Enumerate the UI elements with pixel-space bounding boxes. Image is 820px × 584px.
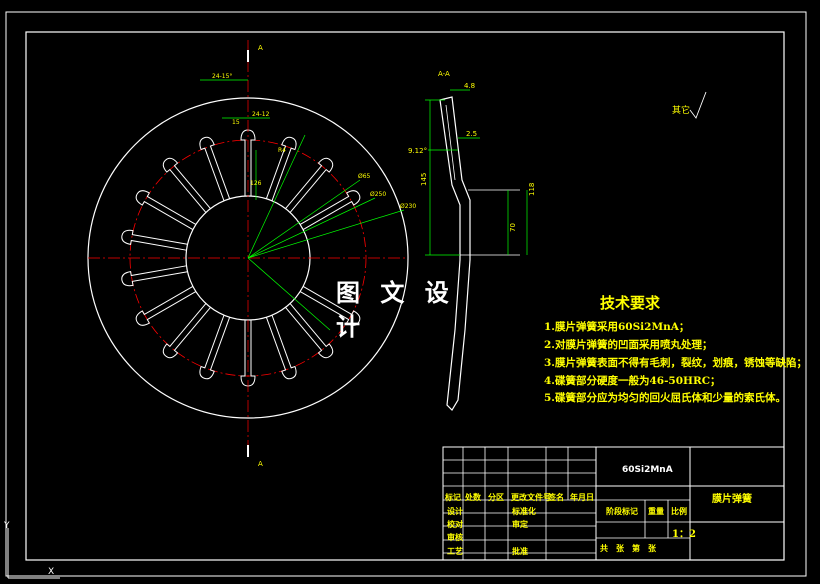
dim-phi230-label: Ø230 — [400, 203, 416, 210]
tech-requirement-5: 5.碟簧部分应为均匀的回火屈氏体和少量的索氏体。 — [544, 392, 786, 404]
tb-header-3: 更改文件号 — [511, 492, 551, 502]
dim-thickness-label: 4.8 — [464, 82, 475, 90]
svg-text:X: X — [48, 567, 54, 577]
dim-70-label: 70 — [509, 223, 517, 232]
tb-header-2: 分区 — [488, 492, 504, 502]
dimension-leader — [247, 197, 376, 259]
section-label-top: A — [258, 44, 263, 52]
tb-header-0: 标记 — [445, 492, 461, 502]
part-name: 膜片弹簧 — [712, 494, 752, 505]
spring-slot — [199, 136, 231, 201]
section-view: A-A 4.8 2.5 9.12° 145 118 70 — [408, 70, 536, 411]
scale-label: 比例 — [671, 506, 687, 516]
dim-phi65-label: Ø65 — [358, 173, 371, 180]
roughness-note: 其它 — [672, 104, 690, 116]
slot-outline — [121, 229, 188, 251]
slot-outline — [265, 136, 297, 201]
slot-outline — [162, 303, 211, 359]
slot-outline — [285, 303, 334, 359]
dim-15-label: 15 — [232, 119, 240, 126]
tb-row-review: 审核 — [447, 532, 463, 542]
tb-ratify: 批准 — [512, 546, 528, 556]
section-view-label: A-A — [438, 70, 450, 78]
spring-slot — [285, 157, 334, 213]
stage-label: 阶段标记 — [606, 506, 638, 516]
weight-label: 重量 — [648, 506, 664, 516]
slot-outline — [285, 157, 334, 213]
slot-outline — [265, 315, 297, 380]
spring-slot — [299, 285, 361, 326]
slot-outline — [299, 285, 361, 326]
dimension-leader — [247, 179, 361, 259]
spring-slot — [135, 190, 197, 231]
svg-text:Y: Y — [3, 521, 10, 531]
spring-slot — [135, 285, 197, 326]
section-outline — [439, 96, 471, 411]
spring-slot — [285, 303, 334, 359]
material-label: 60Si2MnA — [622, 465, 673, 475]
outer-frame — [5, 11, 807, 577]
dim-25-label: 2.5 — [466, 130, 477, 138]
tb-approve: 审定 — [512, 519, 528, 529]
slot-outline — [121, 265, 188, 287]
dim-r-label: R4 — [278, 147, 286, 154]
tb-std: 标准化 — [512, 506, 536, 516]
spring-slot — [121, 229, 188, 251]
tech-requirement-1: 1.膜片弹簧采用60Si2MnA； — [544, 321, 690, 333]
spring-slot — [199, 315, 231, 380]
slot-outline — [135, 190, 197, 231]
tech-requirements-title: 技术要求 — [600, 294, 661, 312]
tech-requirement-3: 3.膜片弹簧表面不得有毛刺，裂纹，划痕，锈蚀等缺陷； — [544, 357, 807, 369]
title-block — [442, 446, 785, 561]
dimension-leader — [247, 209, 405, 259]
spring-slot — [265, 136, 297, 201]
tb-header-1: 处数 — [465, 492, 481, 502]
scale-value: 1：2 — [672, 529, 696, 540]
dim-angle-label: 9.12° — [408, 147, 427, 155]
slot-outline — [199, 315, 231, 380]
dim-angle-top-label: 24-15° — [212, 73, 232, 80]
tb-header-5: 年月日 — [570, 492, 594, 502]
dim-145-label: 145 — [420, 173, 428, 186]
section-hatch-1 — [445, 104, 456, 181]
slot-outline — [135, 285, 197, 326]
spring-slot — [121, 265, 188, 287]
roughness-symbol: 其它 — [672, 91, 707, 119]
spring-slot — [299, 190, 361, 231]
tb-row-check: 校对 — [447, 519, 463, 529]
tb-row-process: 工艺 — [447, 546, 463, 556]
dimension-leader — [247, 134, 306, 259]
slot-outline — [299, 190, 361, 231]
dimension-leader — [247, 257, 331, 331]
slot-outline — [199, 136, 231, 201]
watermark: 图 文 设 计 — [336, 279, 455, 341]
spring-slot — [162, 303, 211, 359]
dim-126-label: 126 — [250, 180, 262, 187]
spring-slot — [265, 315, 297, 380]
spring-slot — [162, 157, 211, 213]
dim-phi250-label: Ø250 — [370, 191, 386, 198]
tech-requirement-4: 4.碟簧部分硬度一般为46-50HRC； — [544, 375, 721, 387]
dim-118-label: 118 — [528, 183, 536, 196]
section-label-bottom: A — [258, 460, 263, 468]
tech-requirement-2: 2.对膜片弹簧的凹面采用喷丸处理； — [544, 339, 713, 351]
dim-slot-width-label: 24-12 — [252, 111, 270, 118]
slot-outline — [162, 157, 211, 213]
ucs-icon: Y X — [3, 521, 60, 579]
inner-frame — [25, 31, 785, 561]
sheet-text: 共 张 第 张 — [600, 543, 656, 553]
tb-row-design: 设计 — [447, 506, 463, 516]
tb-header-4: 签名 — [548, 492, 564, 502]
